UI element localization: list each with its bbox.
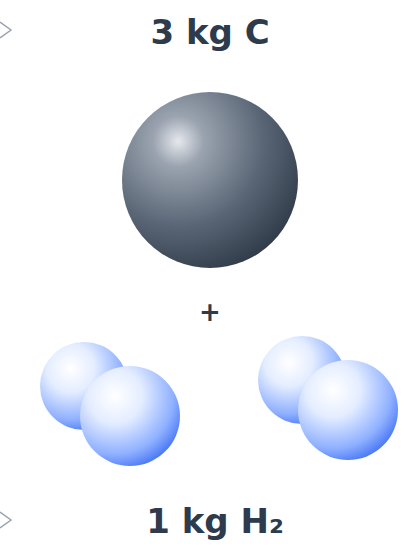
- edge-chevron: [0, 512, 11, 528]
- quantity-label: 3 kg C: [150, 12, 269, 52]
- hydrogen-molecule: [40, 342, 180, 466]
- quantity-label: 1 kg H₂: [146, 501, 284, 541]
- edge-chevron: [0, 22, 11, 38]
- plus-sign: +: [199, 297, 221, 327]
- carbon-sphere: [122, 92, 298, 268]
- hydrogen-molecule: [258, 336, 398, 460]
